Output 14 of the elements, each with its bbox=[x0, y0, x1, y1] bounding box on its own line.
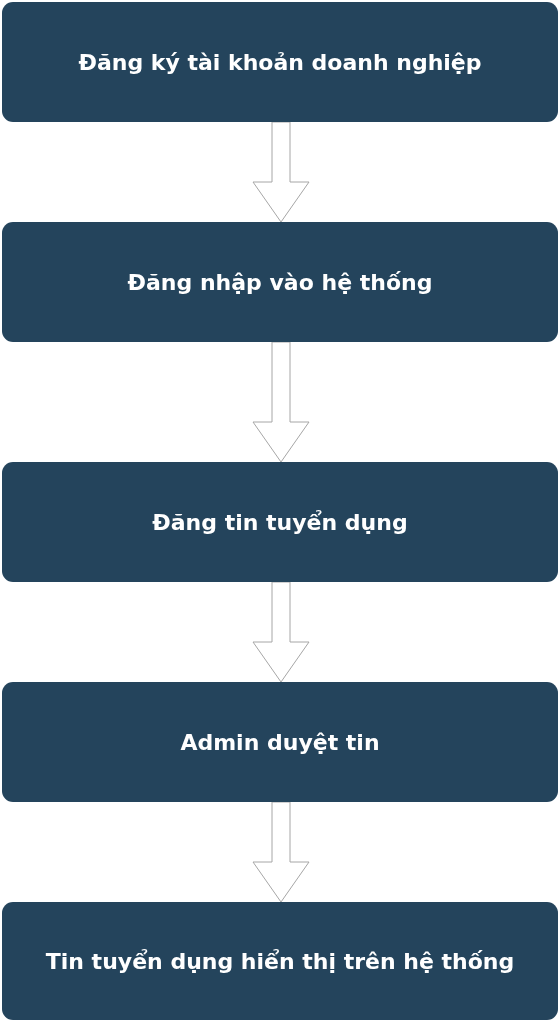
block-arrow bbox=[252, 801, 310, 903]
process-box bbox=[2, 222, 558, 342]
step-text: Đăng nhập vào hệ thống bbox=[126, 269, 434, 295]
block-arrow bbox=[252, 341, 310, 463]
process-box bbox=[2, 2, 558, 122]
process-box bbox=[2, 462, 558, 582]
step-text: Admin duyệt tin bbox=[179, 729, 381, 755]
step-text: Tin tuyển dụng hiển thị trên hệ thống bbox=[44, 948, 516, 974]
process-box bbox=[2, 902, 558, 1020]
block-arrow bbox=[252, 121, 310, 223]
process-box bbox=[2, 682, 558, 802]
step-text: Đăng tin tuyển dụng bbox=[151, 509, 409, 535]
step-text: Đăng ký tài khoản doanh nghiệp bbox=[77, 49, 483, 75]
block-arrow bbox=[252, 581, 310, 683]
